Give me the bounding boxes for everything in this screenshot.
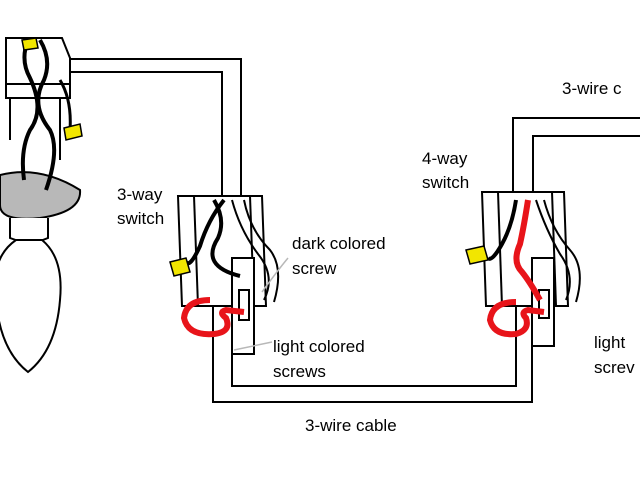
- fixture-wire-nuts: [21, 37, 83, 141]
- four-way-label-line2: switch: [422, 173, 470, 192]
- four-way-wire-nut: [465, 245, 489, 265]
- three-way-screw-pointers: [233, 257, 289, 351]
- four-way-label-line1: 4-way: [422, 149, 468, 168]
- three-way-wire-nut: [169, 257, 191, 277]
- four-way-wires: [486, 199, 581, 338]
- cable-3way-to-4way: [212, 305, 533, 403]
- four-way-switch: [480, 191, 570, 347]
- fixture-wires: [20, 38, 72, 191]
- light-screws-label-line1: light colored: [273, 337, 365, 356]
- dark-screw-label-line1: dark colored: [292, 234, 386, 253]
- dark-screw-label-line2: screw: [292, 259, 337, 278]
- light-screws-right-label-line1: light: [594, 333, 626, 352]
- light-screws-right-label-line2: screv: [594, 358, 635, 377]
- cable-4way-top: [512, 117, 640, 196]
- light-fixture: [0, 37, 82, 374]
- cable-top-label: 3-wire c: [562, 79, 622, 98]
- light-screws-label-line2: screws: [273, 362, 326, 381]
- cable-fixture-to-3way: [68, 58, 242, 196]
- three-way-label-line1: 3-way: [117, 185, 163, 204]
- cable-bottom-label: 3-wire cable: [305, 416, 397, 435]
- three-way-label-line2: switch: [117, 209, 165, 228]
- three-way-wires: [180, 198, 280, 338]
